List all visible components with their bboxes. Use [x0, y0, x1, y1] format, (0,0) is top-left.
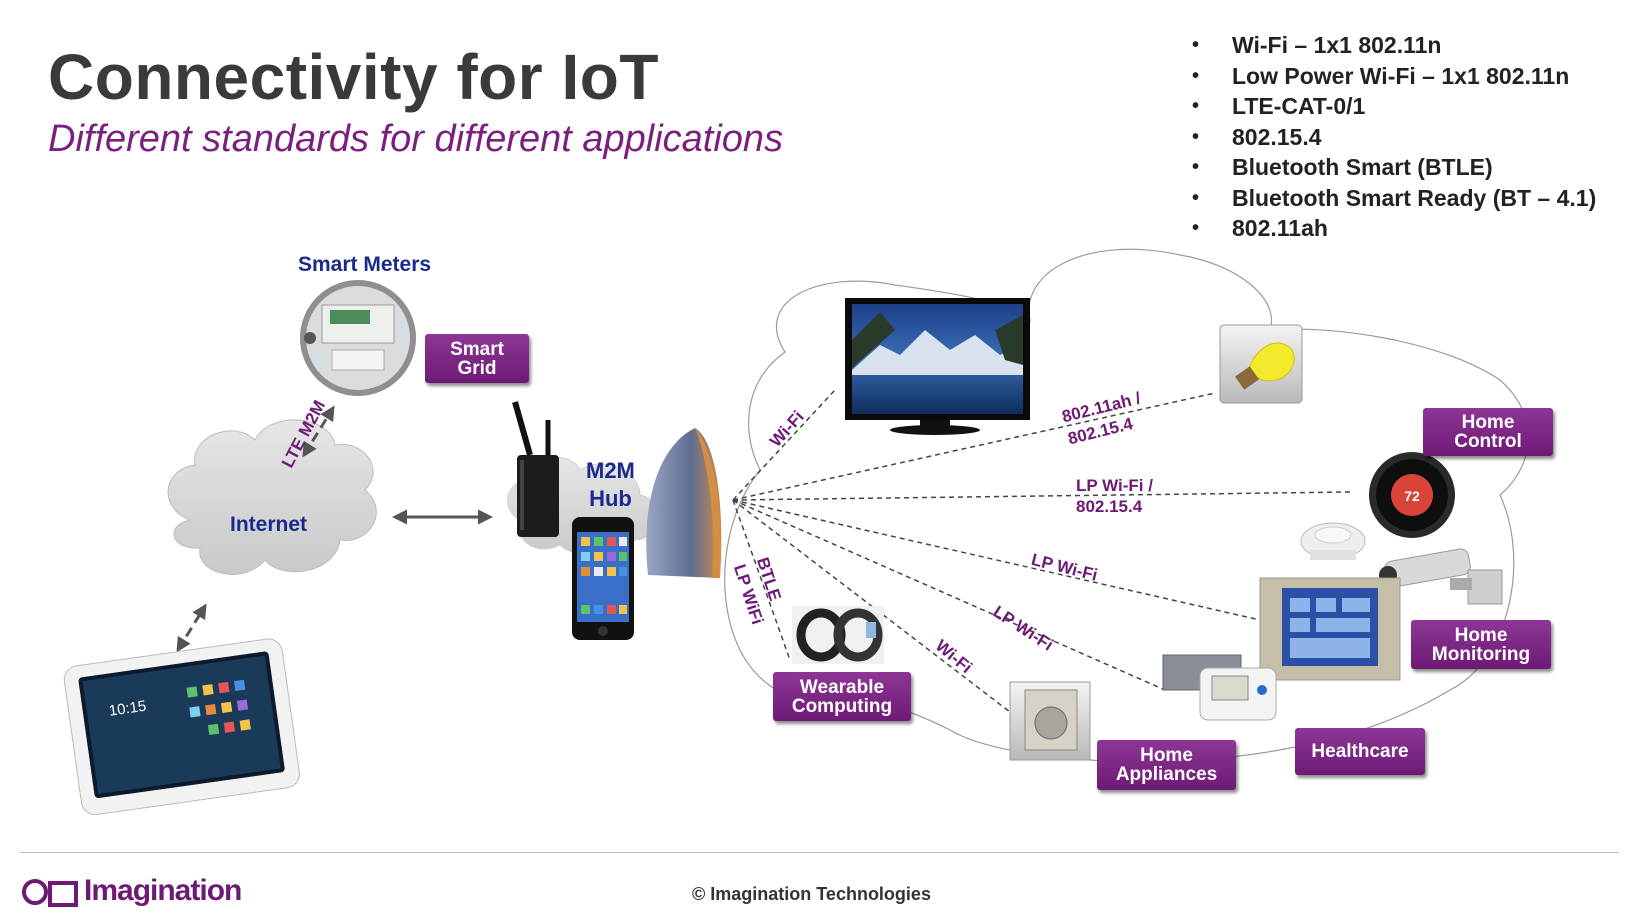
- lp-wifi-control-label-2: 802.15.4: [1076, 497, 1143, 516]
- healthcare-tag: Healthcare: [1295, 728, 1425, 775]
- internet-meter-arrow: [302, 405, 335, 458]
- wearable-rings-image: [792, 606, 884, 664]
- internet-tablet-arrow: [176, 603, 207, 653]
- home-control-tag: Home Control: [1423, 408, 1553, 456]
- slide-title: Connectivity for IoT: [48, 41, 659, 113]
- footer-divider: [20, 852, 1619, 853]
- m2m-hub-label: M2M Hub: [586, 458, 635, 511]
- washing-machine-image: [1009, 681, 1091, 761]
- standard-item: Bluetooth Smart (BTLE): [1192, 152, 1596, 183]
- smoke-detector-image: [1300, 522, 1366, 560]
- standard-item: Low Power Wi-Fi – 1x1 802.11n: [1192, 61, 1596, 92]
- standard-item: Bluetooth Smart Ready (BT – 4.1): [1192, 183, 1596, 214]
- tablet-clock: 10:15: [108, 698, 148, 720]
- imagination-logo: Imagination: [84, 874, 242, 907]
- tablet-image: 10:15: [63, 638, 300, 816]
- standards-list: Wi-Fi – 1x1 802.11n Low Power Wi-Fi – 1x…: [1192, 30, 1596, 244]
- smart-meters-label: Smart Meters: [298, 253, 432, 276]
- home-monitoring-tag: Home Monitoring: [1411, 620, 1551, 669]
- standard-item: Wi-Fi – 1x1 802.11n: [1192, 30, 1596, 61]
- internet-label: Internet: [230, 513, 308, 536]
- blood-pressure-monitor-image: [1162, 654, 1277, 721]
- home-appliances-tag: Home Appliances: [1097, 740, 1236, 790]
- thermostat-value: 72: [1404, 488, 1420, 504]
- control-panel-image: [1259, 577, 1401, 681]
- smartphone-image: [572, 517, 634, 640]
- smart-grid-tag: Smart Grid: [425, 334, 529, 383]
- light-bulb-image: [1219, 324, 1303, 404]
- lp-wifi-control-label-1: LP Wi-Fi /: [1076, 476, 1153, 495]
- m2m-hub-image: [646, 428, 722, 578]
- imagination-logo-mark: [22, 879, 78, 907]
- internet-cloud: [167, 419, 377, 575]
- smart-meter-image: [300, 280, 416, 396]
- tv-image: [845, 298, 1030, 435]
- router-image: [512, 401, 559, 537]
- standard-item: LTE-CAT-0/1: [1192, 91, 1596, 122]
- wearable-computing-tag: Wearable Computing: [773, 672, 911, 721]
- standard-item: 802.11ah: [1192, 213, 1596, 244]
- standard-item: 802.15.4: [1192, 122, 1596, 153]
- slide-subtitle: Different standards for different applic…: [48, 118, 784, 160]
- copyright-text: © Imagination Technologies: [692, 884, 931, 904]
- thermostat-image: 72: [1369, 452, 1455, 538]
